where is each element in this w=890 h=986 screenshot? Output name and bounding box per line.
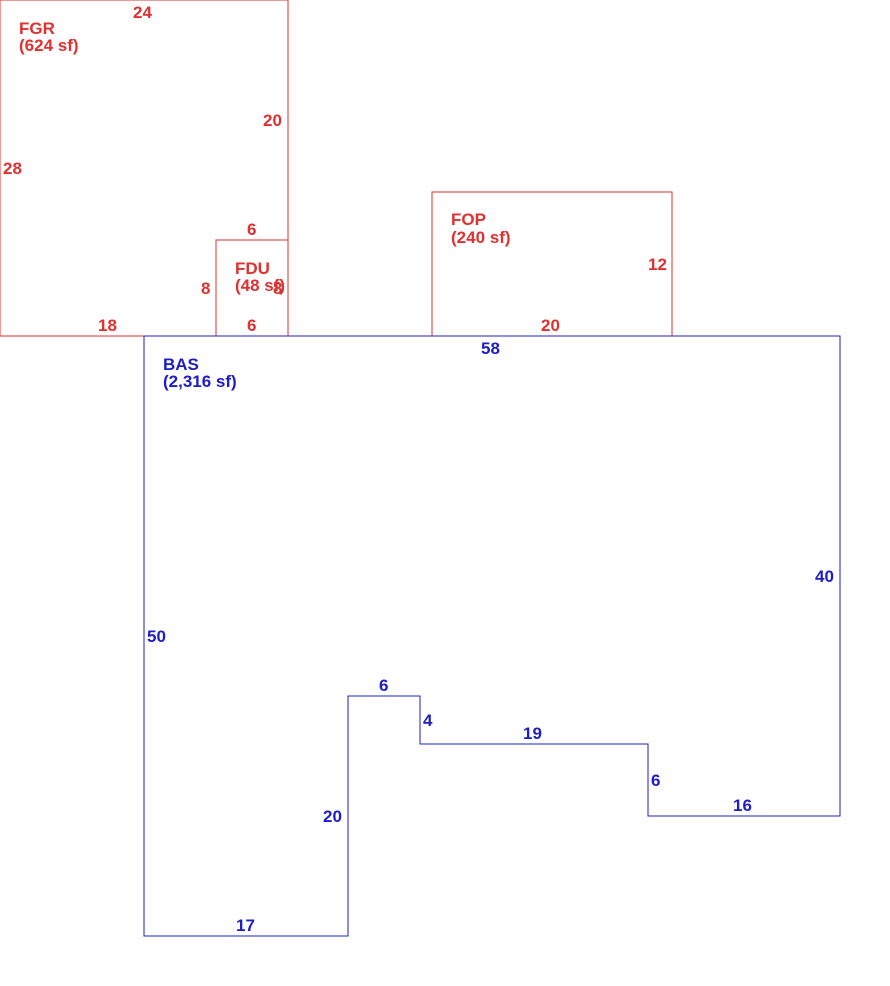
bas-area: BAS (2,316 sf) 58 40 16 6 19 4 6 20 17 5… <box>143 335 841 937</box>
bas-dim-right: 40 <box>815 567 834 586</box>
bas-dim-notch-vertical: 4 <box>423 711 433 730</box>
bas-dim-step-bottom: 16 <box>733 796 752 815</box>
fdu-dim-left: 8 <box>201 279 210 298</box>
fdu-area-size: (48 sf) <box>235 276 285 295</box>
fop-dim-right: 12 <box>648 255 667 274</box>
fgr-dim-bottom: 18 <box>98 316 117 335</box>
fop-area: FOP (240 sf) 12 20 <box>431 191 673 337</box>
fgr-code: FGR <box>19 19 55 38</box>
bas-dim-bottom: 17 <box>236 916 255 935</box>
bas-dim-notch-top: 6 <box>379 676 388 695</box>
fdu-code: FDU <box>235 259 270 278</box>
bas-dim-step-vertical: 6 <box>651 771 660 790</box>
fgr-dim-top: 24 <box>133 3 152 22</box>
fop-area-size: (240 sf) <box>451 228 511 247</box>
fdu-dim-bottom: 6 <box>247 316 256 335</box>
fdu-dim-right: 8 <box>273 279 282 298</box>
bas-dim-notch-bottom: 19 <box>523 724 542 743</box>
fgr-area-size: (624 sf) <box>19 36 79 55</box>
fop-code: FOP <box>451 210 486 229</box>
fgr-dim-right: 20 <box>263 111 282 130</box>
bas-dim-left: 50 <box>147 627 166 646</box>
fdu-area: FDU (48 sf) 6 8 8 6 <box>201 220 289 337</box>
bas-dim-top: 58 <box>481 339 500 358</box>
fdu-dim-top: 6 <box>247 220 256 239</box>
bas-dim-inner-vertical: 20 <box>323 807 342 826</box>
fop-dim-bottom: 20 <box>541 316 560 335</box>
bas-outline <box>143 335 841 937</box>
fgr-dim-left: 28 <box>3 159 22 178</box>
bas-area-size: (2,316 sf) <box>163 372 237 391</box>
bas-code: BAS <box>163 355 199 374</box>
